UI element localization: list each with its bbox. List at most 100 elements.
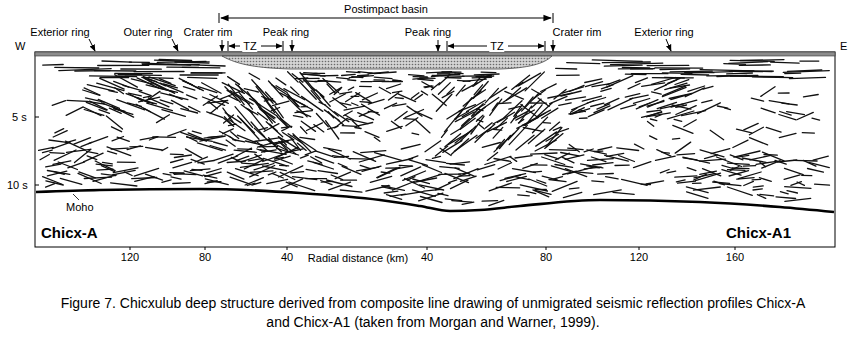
reflector-segment xyxy=(667,171,676,173)
reflector-segment xyxy=(752,76,792,78)
reflector-segment xyxy=(182,67,220,69)
reflector-segment xyxy=(315,156,333,163)
reflector-segment xyxy=(693,183,702,184)
reflector-segment xyxy=(672,105,691,109)
reflector-segment xyxy=(326,121,339,139)
reflector-segment xyxy=(752,179,761,181)
reflector-segment xyxy=(676,180,685,182)
section-frame xyxy=(35,52,835,247)
axis-number: 80 xyxy=(199,251,211,263)
reflector-segment xyxy=(634,162,651,168)
reflector-segment xyxy=(606,177,619,179)
reflector-segment xyxy=(214,142,228,146)
feature-label: Outer ring xyxy=(124,26,173,38)
reflector-segment xyxy=(340,103,350,105)
reflector-segment xyxy=(46,164,61,167)
reflector-segment xyxy=(300,137,315,139)
reflector-segment xyxy=(683,158,697,160)
reflector-segment xyxy=(393,182,415,191)
reflector-segment xyxy=(50,152,64,154)
reflector-segment xyxy=(162,110,186,117)
reflector-segment xyxy=(307,123,323,131)
reflector-segment xyxy=(496,187,520,189)
reflector-segment xyxy=(335,118,348,128)
reflector-segment xyxy=(142,64,190,66)
reflector-segment xyxy=(733,140,748,147)
reflector-segment xyxy=(647,65,689,67)
pointer-arrow xyxy=(666,39,671,51)
reflector-segment xyxy=(435,146,447,156)
reflector-segment xyxy=(418,79,433,80)
reflector-segment xyxy=(181,132,207,141)
reflector-segment xyxy=(393,80,400,81)
reflector-segment xyxy=(288,72,299,82)
reflector-segment xyxy=(656,156,676,160)
reflector-segment xyxy=(625,94,640,98)
reflector-segment xyxy=(315,151,333,157)
reflector-segment xyxy=(171,159,183,162)
zone-label: TZ xyxy=(489,40,504,52)
reflector-segment xyxy=(330,94,346,102)
reflector-segment xyxy=(553,127,561,130)
reflector-segment xyxy=(227,172,244,179)
reflector-segment xyxy=(780,192,788,194)
reflector-segment xyxy=(102,61,131,62)
axis-tick xyxy=(35,185,39,186)
reflector-segment xyxy=(115,73,153,74)
reflector-segment xyxy=(621,105,636,109)
reflector-segment xyxy=(530,102,546,103)
axis-label: 5 s xyxy=(12,111,27,123)
reflector-segment xyxy=(279,166,303,177)
reflector-segment xyxy=(809,162,830,167)
reflector-segment xyxy=(95,161,115,171)
reflector-segment xyxy=(348,87,353,90)
reflector-segment xyxy=(349,76,373,78)
reflector-segment xyxy=(205,179,228,185)
reflector-segment xyxy=(161,93,188,100)
reflector-segment xyxy=(749,127,763,135)
reflector-segment xyxy=(86,102,106,110)
reflector-segment xyxy=(260,150,286,155)
reflector-segment xyxy=(342,74,356,75)
reflector-segment xyxy=(570,85,585,91)
reflector-segment xyxy=(452,201,472,203)
reflector-segment xyxy=(89,137,108,144)
reflector-segment xyxy=(498,102,511,104)
reflector-segment xyxy=(729,62,768,64)
bracket-arrow xyxy=(229,46,240,47)
reflector-segment xyxy=(302,96,323,111)
reflector-segment xyxy=(362,104,380,115)
reflector-segment xyxy=(187,95,197,99)
reflector-segment xyxy=(312,87,324,97)
reflector-segment xyxy=(128,93,141,96)
reflector-segment xyxy=(231,157,242,162)
reflector-segment xyxy=(98,65,149,66)
reflector-segment xyxy=(662,72,692,74)
reflector-segment xyxy=(115,88,124,94)
reflector-segment xyxy=(254,138,279,142)
reflector-segment xyxy=(447,163,465,165)
reflector-group xyxy=(39,60,830,206)
reflector-segment xyxy=(675,176,697,177)
reflector-segment xyxy=(179,78,200,89)
reflector-segment xyxy=(459,105,476,112)
bracket-tick xyxy=(228,41,229,51)
reflector-segment xyxy=(481,71,496,73)
reflector-segment xyxy=(393,79,401,81)
reflector-segment xyxy=(348,79,356,81)
reflector-segment xyxy=(192,169,202,171)
reflector-segment xyxy=(593,163,613,165)
reflector-segment xyxy=(263,166,287,171)
reflector-segment xyxy=(420,174,442,181)
reflector-segment xyxy=(180,74,218,75)
reflector-segment xyxy=(59,69,111,71)
reflector-segment xyxy=(652,92,662,94)
direction-label: W xyxy=(15,40,25,52)
reflector-segment xyxy=(442,91,454,97)
reflector-segment xyxy=(673,125,693,133)
reflector-segment xyxy=(52,101,65,106)
reflector-segment xyxy=(648,121,654,126)
reflector-segment xyxy=(694,187,721,190)
reflector-segment xyxy=(413,179,430,184)
reflector-segment xyxy=(163,174,171,176)
